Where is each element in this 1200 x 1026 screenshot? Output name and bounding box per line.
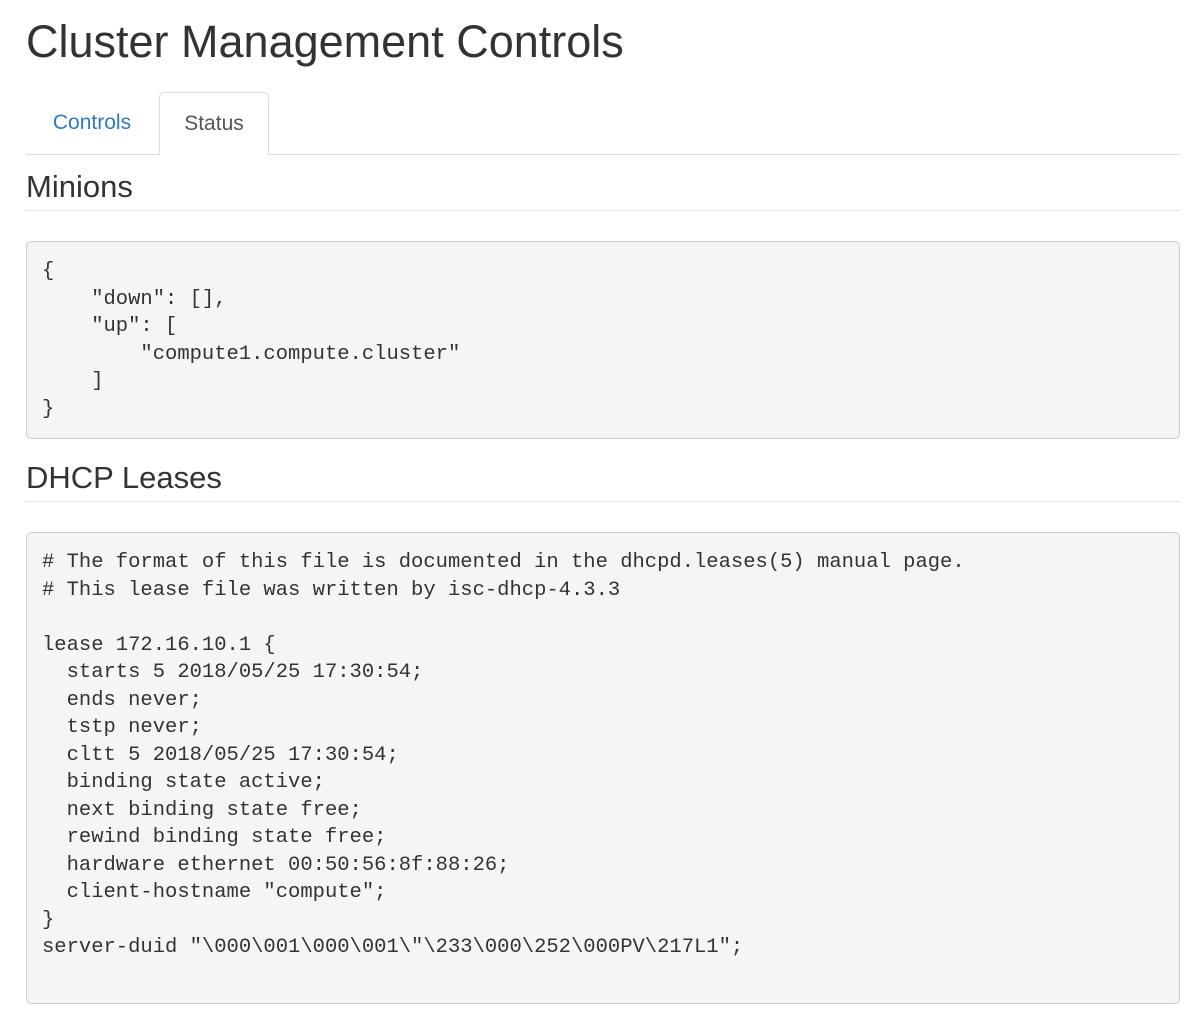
tab-bar: Controls Status: [26, 92, 1180, 155]
minions-heading: Minions: [26, 168, 1180, 211]
tab-status[interactable]: Status: [159, 92, 269, 155]
page-title: Cluster Management Controls: [26, 16, 624, 67]
dhcp-leases-code-block: # The format of this file is documented …: [26, 532, 1180, 1004]
dhcp-leases-heading: DHCP Leases: [26, 459, 1180, 502]
minions-code-block: { "down": [], "up": [ "compute1.compute.…: [26, 241, 1180, 439]
tab-controls[interactable]: Controls: [52, 111, 132, 134]
